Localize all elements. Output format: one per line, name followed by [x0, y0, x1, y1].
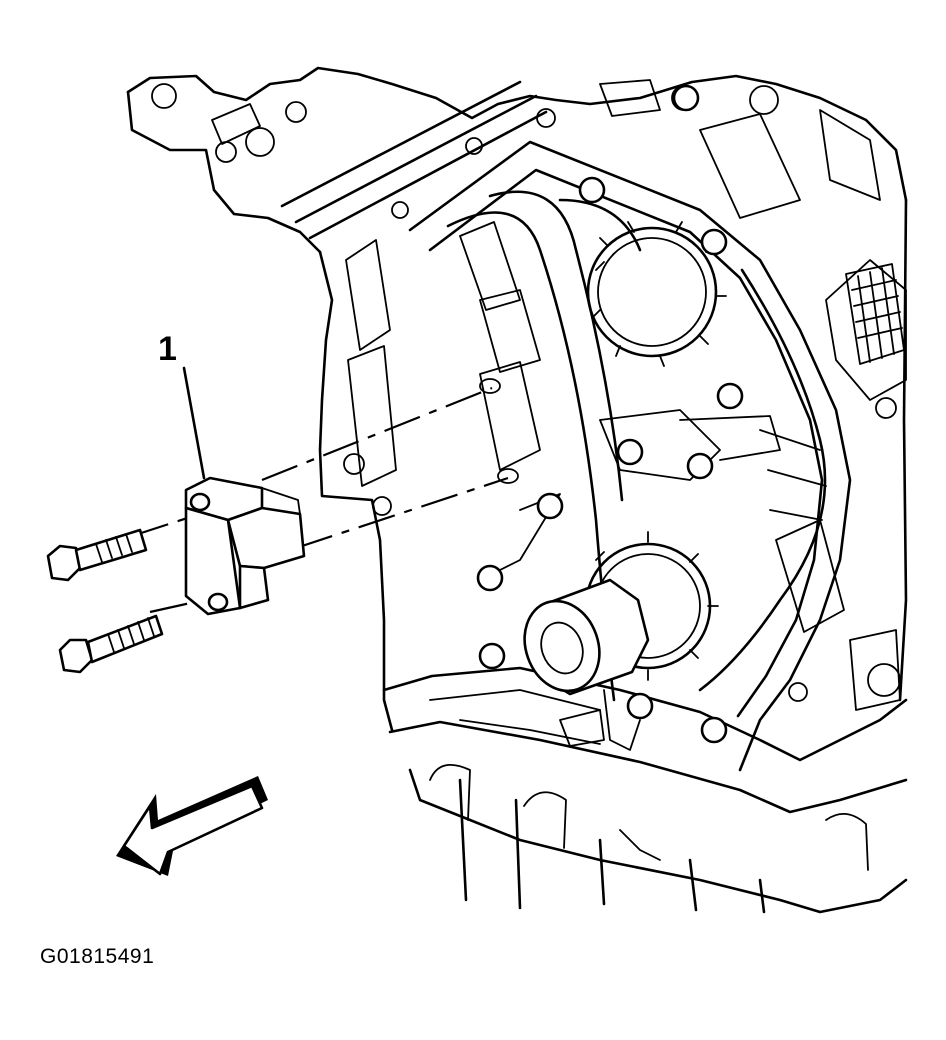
bolt-icon — [46, 528, 164, 674]
callout-leader — [182, 366, 206, 480]
mount-bosses — [476, 361, 781, 751]
cam-sprocket — [578, 84, 728, 367]
engine-block — [126, 66, 908, 914]
vent-mesh — [845, 263, 905, 365]
crankshaft — [523, 531, 719, 696]
figure-id: G01815491 — [40, 945, 155, 968]
direction-arrow-icon — [116, 776, 268, 876]
sensor-icon — [184, 476, 306, 616]
callout-1: 1 — [158, 330, 177, 368]
